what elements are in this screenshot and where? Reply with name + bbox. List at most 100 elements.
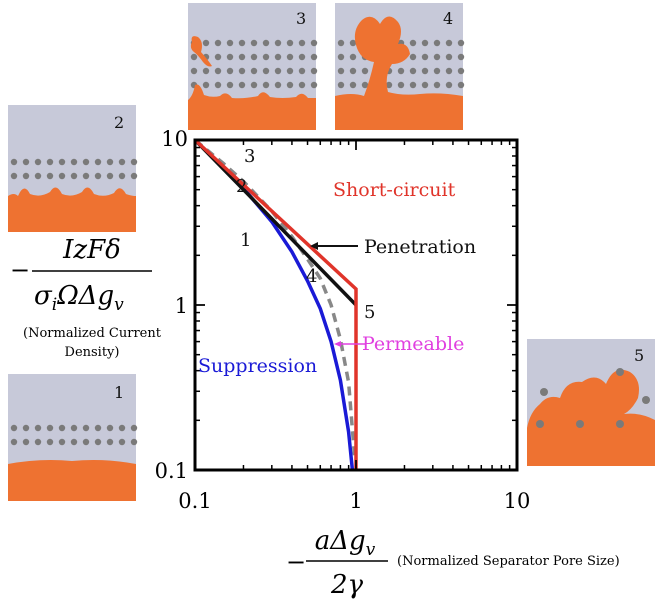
separator-dot [118, 172, 126, 180]
x-axis-label: − aΔgv 2γ (Normalized Separator Pore Siz… [286, 526, 620, 600]
separator-dot [46, 172, 54, 180]
separator-dot [70, 438, 78, 446]
separator-dots [190, 67, 318, 75]
x-label-numerator: aΔgv [315, 526, 376, 560]
separator-dot [58, 172, 66, 180]
separator-dot [409, 39, 417, 47]
inset-label-3: 3 [296, 9, 306, 28]
y-label-text-line2: Density) [65, 345, 120, 360]
separator-dot [250, 81, 258, 89]
separator-dot [22, 172, 30, 180]
separator-dot [130, 424, 138, 432]
separator-dot [202, 39, 210, 47]
inset-panel-1: 1 [8, 374, 138, 501]
arrow-head [310, 242, 318, 250]
separator-dot [457, 39, 465, 47]
separator-dot [286, 39, 294, 47]
plot-frame [193, 138, 519, 472]
separator-dot [421, 81, 429, 89]
separator-dot [130, 438, 138, 446]
separator-dot [337, 67, 345, 75]
separator-dot [34, 158, 42, 166]
plot-area [193, 138, 519, 472]
separator-dot [310, 81, 318, 89]
separator-dot [349, 53, 357, 61]
x-tick-label: 0.1 [178, 489, 211, 513]
separator-dot [349, 81, 357, 89]
separator-dot [262, 39, 270, 47]
curve-label-5: 5 [364, 302, 375, 323]
inset-label-1: 1 [114, 383, 124, 402]
separator-dot [214, 53, 222, 61]
separator-dot [286, 53, 294, 61]
separator-dot [274, 39, 282, 47]
separator-dot [457, 53, 465, 61]
separator-dot [250, 39, 258, 47]
y-tick-label: 10 [161, 127, 188, 151]
x-label-sign: − [286, 548, 306, 576]
x-tick-label: 1 [349, 489, 362, 513]
separator-dots [10, 158, 138, 166]
annotation-suppression: Suppression [198, 355, 317, 377]
separator-dot [310, 67, 318, 75]
separator-dot [274, 81, 282, 89]
separator-dot [130, 172, 138, 180]
separator-dot [445, 67, 453, 75]
metal-dendrite [190, 36, 212, 67]
separator-dot [22, 438, 30, 446]
separator-dot [34, 438, 42, 446]
metal-deposit [8, 187, 136, 232]
separator-dot [274, 53, 282, 61]
separator-dot [349, 39, 357, 47]
separator-dot [445, 81, 453, 89]
separator-dot [238, 67, 246, 75]
inset-panel-3: 3 [188, 3, 318, 130]
separator-dot [22, 158, 30, 166]
separator-dots [10, 424, 138, 432]
separator-dot [94, 424, 102, 432]
separator-dot [10, 158, 18, 166]
separator-dot [58, 424, 66, 432]
separator-dot [238, 53, 246, 61]
metal-growth [527, 369, 655, 466]
inset-label-4: 4 [443, 9, 453, 28]
y-axis-label: − IzFδ σiΩΔgv (Normalized Current Densit… [10, 235, 162, 360]
separator-dot [70, 158, 78, 166]
curve-label-2: 2 [236, 176, 247, 197]
separator-dot [433, 39, 441, 47]
inset-panel-2: 2 [8, 105, 138, 232]
separator-dot [82, 424, 90, 432]
inset-label-2: 2 [114, 113, 124, 132]
separator-dot [250, 53, 258, 61]
annotation-permeable: Permeable [362, 333, 464, 355]
separator-dot [106, 438, 114, 446]
separator-dot [349, 67, 357, 75]
y-tick-label: 1 [175, 294, 188, 318]
separator-dot [310, 39, 318, 47]
separator-dot [226, 67, 234, 75]
separator-dot [457, 81, 465, 89]
separator-dot [298, 39, 306, 47]
x-label-denominator: 2γ [330, 570, 364, 600]
separator-dot [250, 67, 258, 75]
separator-dot [46, 424, 54, 432]
separator-dot [94, 172, 102, 180]
separator-dot [397, 67, 405, 75]
metal-penetration [335, 16, 463, 130]
series-line-3 [193, 138, 358, 307]
separator-dot [298, 67, 306, 75]
separator-dots [10, 172, 138, 180]
separator-dot [361, 67, 369, 75]
annotation-short-circuit: Short-circuit [333, 179, 456, 201]
separator-dot [421, 39, 429, 47]
separator-dot [457, 67, 465, 75]
y-label-text-line1: (Normalized Current [23, 326, 162, 341]
separator-dot [262, 53, 270, 61]
separator-dot [298, 53, 306, 61]
separator-dot [397, 81, 405, 89]
separator-dot [421, 67, 429, 75]
separator-dot [82, 172, 90, 180]
separator-dot [337, 81, 345, 89]
separator-dot [46, 158, 54, 166]
